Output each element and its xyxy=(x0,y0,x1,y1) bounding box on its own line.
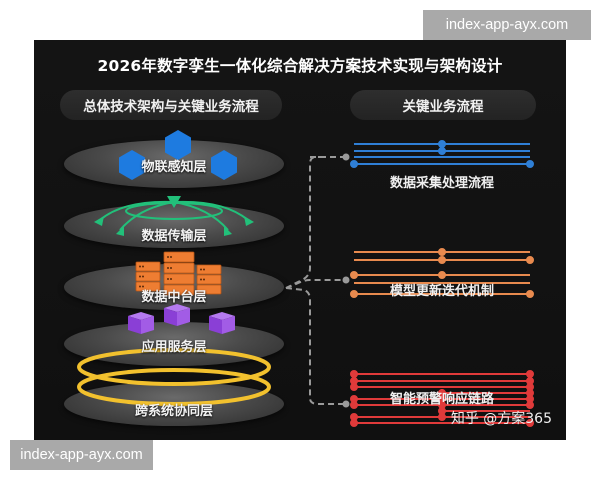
diagram-panel: 2026年数字孪生一体化综合解决方案技术实现与架构设计 总体技术架构与关键业务流… xyxy=(34,40,566,440)
ring-icon xyxy=(77,348,271,406)
watermark-bottom: index-app-ayx.com xyxy=(10,440,153,470)
cube-icon xyxy=(128,304,235,334)
watermark-top: index-app-ayx.com xyxy=(423,10,591,40)
flow-lines-model-update xyxy=(350,248,534,298)
diagram-graphics xyxy=(77,130,534,427)
server-stack-icon xyxy=(135,251,222,296)
flow-label-alert-response: 智能预警响应链路 xyxy=(389,392,494,407)
flow-lines-alert-response xyxy=(350,370,534,427)
right-section-header: 关键业务流程 xyxy=(350,90,536,120)
network-arrows-icon xyxy=(99,200,249,231)
layer-label-collaboration: 跨系统协同层 xyxy=(134,404,213,419)
flow-lines-data-collection xyxy=(350,140,534,168)
hexagon-icon xyxy=(119,130,237,180)
layer-label-datahub: 数据中台层 xyxy=(141,290,207,305)
connector-lines xyxy=(285,156,346,405)
left-section-header: 总体技术架构与关键业务流程 xyxy=(60,90,282,120)
flow-label-data-collection: 数据采集处理流程 xyxy=(389,176,494,191)
diagram-title: 2026年数字孪生一体化综合解决方案技术实现与架构设计 xyxy=(97,57,503,75)
layer-disk-application xyxy=(64,322,284,366)
layer-disk-transmission xyxy=(64,204,284,248)
flow-label-model-update: 模型更新迭代机制 xyxy=(389,284,494,299)
layer-label-transmission: 数据传输层 xyxy=(141,229,207,244)
layer-label-iot: 物联感知层 xyxy=(141,160,207,175)
source-credit: 知乎 @方案365 xyxy=(450,411,552,427)
layer-label-application: 应用服务层 xyxy=(141,340,207,355)
